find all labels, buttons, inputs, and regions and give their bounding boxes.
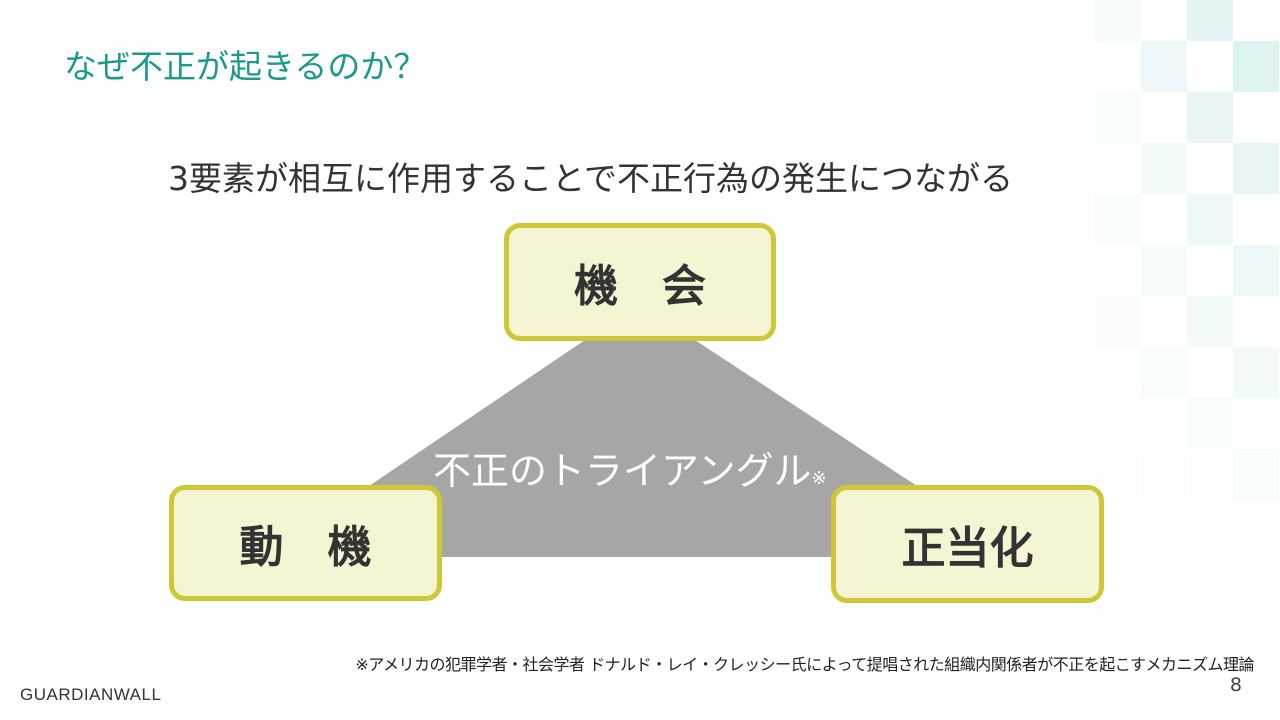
checker-cell: [1141, 143, 1187, 194]
checker-cell: [1141, 41, 1187, 92]
checker-cell: [1141, 347, 1187, 398]
triangle-label-text: 不正のトライアングル: [433, 449, 812, 493]
checker-cell: [1141, 449, 1187, 500]
checker-cell: [1187, 296, 1233, 347]
slide-title: なぜ不正が起きるのか？: [64, 47, 427, 86]
box-motive: 動 機: [169, 485, 442, 601]
checker-cell: [1141, 245, 1187, 296]
footnote: ※アメリカの犯罪学者・社会学者 ドナルド・レイ・クレッシー氏によって提唱された組…: [355, 655, 1254, 674]
checker-cell: [1095, 398, 1141, 449]
checker-cell: [1187, 398, 1233, 449]
triangle-label: 不正のトライアングル※: [433, 440, 827, 495]
footnote-mark: ※: [811, 468, 827, 489]
checker-cell: [1095, 296, 1141, 347]
logo: GUARDIANWALL: [20, 685, 162, 704]
box-opportunity: 機 会: [504, 223, 776, 341]
page-number: 8: [1229, 674, 1242, 696]
checker-cell: [1187, 194, 1233, 245]
slide-subtitle: 3要素が相互に作用することで不正行為の発生につながる: [168, 159, 1014, 198]
checker-cell: [1233, 245, 1279, 296]
checker-cell: [1095, 194, 1141, 245]
checker-cell: [1095, 0, 1141, 41]
checker-cell: [1095, 92, 1141, 143]
checker-cell: [1187, 92, 1233, 143]
checker-cell: [1187, 0, 1233, 41]
checker-cell: [1233, 347, 1279, 398]
checker-cell: [1233, 41, 1279, 92]
checker-cell: [1233, 449, 1279, 500]
checker-cell: [1233, 143, 1279, 194]
box-rationalization: 正当化: [831, 485, 1104, 603]
